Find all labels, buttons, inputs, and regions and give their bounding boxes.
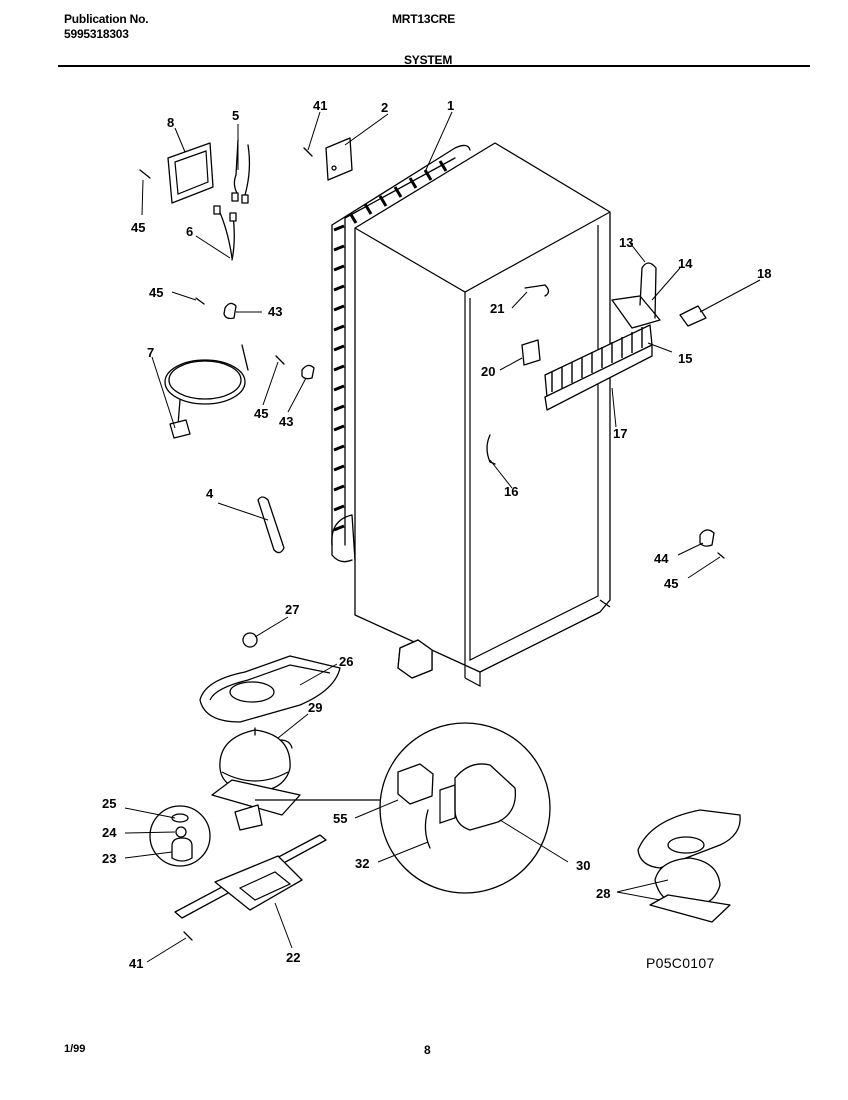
callout-16: 16 <box>504 484 518 499</box>
section-title: SYSTEM <box>404 53 453 67</box>
power-cord-7 <box>164 344 249 439</box>
callout-13: 13 <box>619 235 633 250</box>
condenser-coil <box>331 144 471 563</box>
parts-23-25-detail <box>149 805 211 867</box>
callout-44: 44 <box>654 551 669 566</box>
callout-8: 8 <box>167 115 174 130</box>
callout-1: 1 <box>447 98 454 113</box>
tube-16 <box>486 434 496 465</box>
callout-14: 14 <box>678 256 693 271</box>
callout-numbers: 1 2 41 5 8 45 6 45 43 7 45 43 13 14 18 2… <box>102 98 771 971</box>
publication-number: 5995318303 <box>64 27 129 41</box>
callout-25: 25 <box>102 796 116 811</box>
callout-23: 23 <box>102 851 116 866</box>
tube-4 <box>257 496 285 554</box>
evaporator-assembly <box>544 262 661 411</box>
callout-43-b: 43 <box>279 414 293 429</box>
callout-21: 21 <box>490 301 504 316</box>
grommet-27 <box>242 632 258 648</box>
leader-lines <box>124 111 761 963</box>
diagram-code: P05C0107 <box>646 955 715 971</box>
callout-30: 30 <box>576 858 590 873</box>
clip-43a <box>223 302 237 320</box>
header-rule <box>58 65 810 67</box>
screw-45b <box>195 297 205 305</box>
callout-2: 2 <box>381 100 388 115</box>
callout-20: 20 <box>481 364 495 379</box>
clip-43b <box>301 364 315 380</box>
bracket-22 <box>174 834 327 919</box>
bracket-18 <box>679 305 707 327</box>
callout-45-a: 45 <box>131 220 145 235</box>
footer-date: 1/99 <box>64 1043 86 1055</box>
publication-label: Publication No. <box>64 12 149 26</box>
screw-45a <box>139 169 151 179</box>
callout-45-c: 45 <box>254 406 268 421</box>
callout-4: 4 <box>206 486 214 501</box>
callout-45-b: 45 <box>149 285 163 300</box>
callout-28: 28 <box>596 886 610 901</box>
clip-21 <box>524 284 550 297</box>
callout-22: 22 <box>286 950 300 965</box>
screw-41a <box>303 147 313 157</box>
callout-24: 24 <box>102 825 117 840</box>
cover-8 <box>167 142 214 204</box>
callout-41-bottom: 41 <box>129 956 143 971</box>
bracket-2 <box>325 137 353 181</box>
model-number: MRT13CRE <box>392 12 456 26</box>
callout-5: 5 <box>232 108 239 123</box>
wire-5 <box>233 139 239 196</box>
callout-43-a: 43 <box>268 304 282 319</box>
screw-41b <box>183 931 193 941</box>
page-number: 8 <box>424 1043 431 1057</box>
callout-41-top: 41 <box>313 98 327 113</box>
callout-27: 27 <box>285 602 299 617</box>
callout-18: 18 <box>757 266 771 281</box>
callout-29: 29 <box>308 700 322 715</box>
callout-45-d: 45 <box>664 576 678 591</box>
callout-7: 7 <box>147 345 154 360</box>
refrigerator-cabinet <box>354 142 611 687</box>
compressor-assembly-28 <box>637 809 741 923</box>
screw-45d <box>717 552 725 559</box>
compressor-29 <box>211 727 301 831</box>
callout-26: 26 <box>339 654 353 669</box>
callout-15: 15 <box>678 351 692 366</box>
callout-6: 6 <box>186 224 193 239</box>
callout-32: 32 <box>355 856 369 871</box>
drier-20 <box>521 339 541 366</box>
clip-44 <box>699 529 715 547</box>
callout-17: 17 <box>613 426 627 441</box>
callout-55: 55 <box>333 811 347 826</box>
drain-pan-26 <box>199 655 341 723</box>
relay-55 <box>397 763 434 805</box>
screw-45c <box>275 355 285 365</box>
